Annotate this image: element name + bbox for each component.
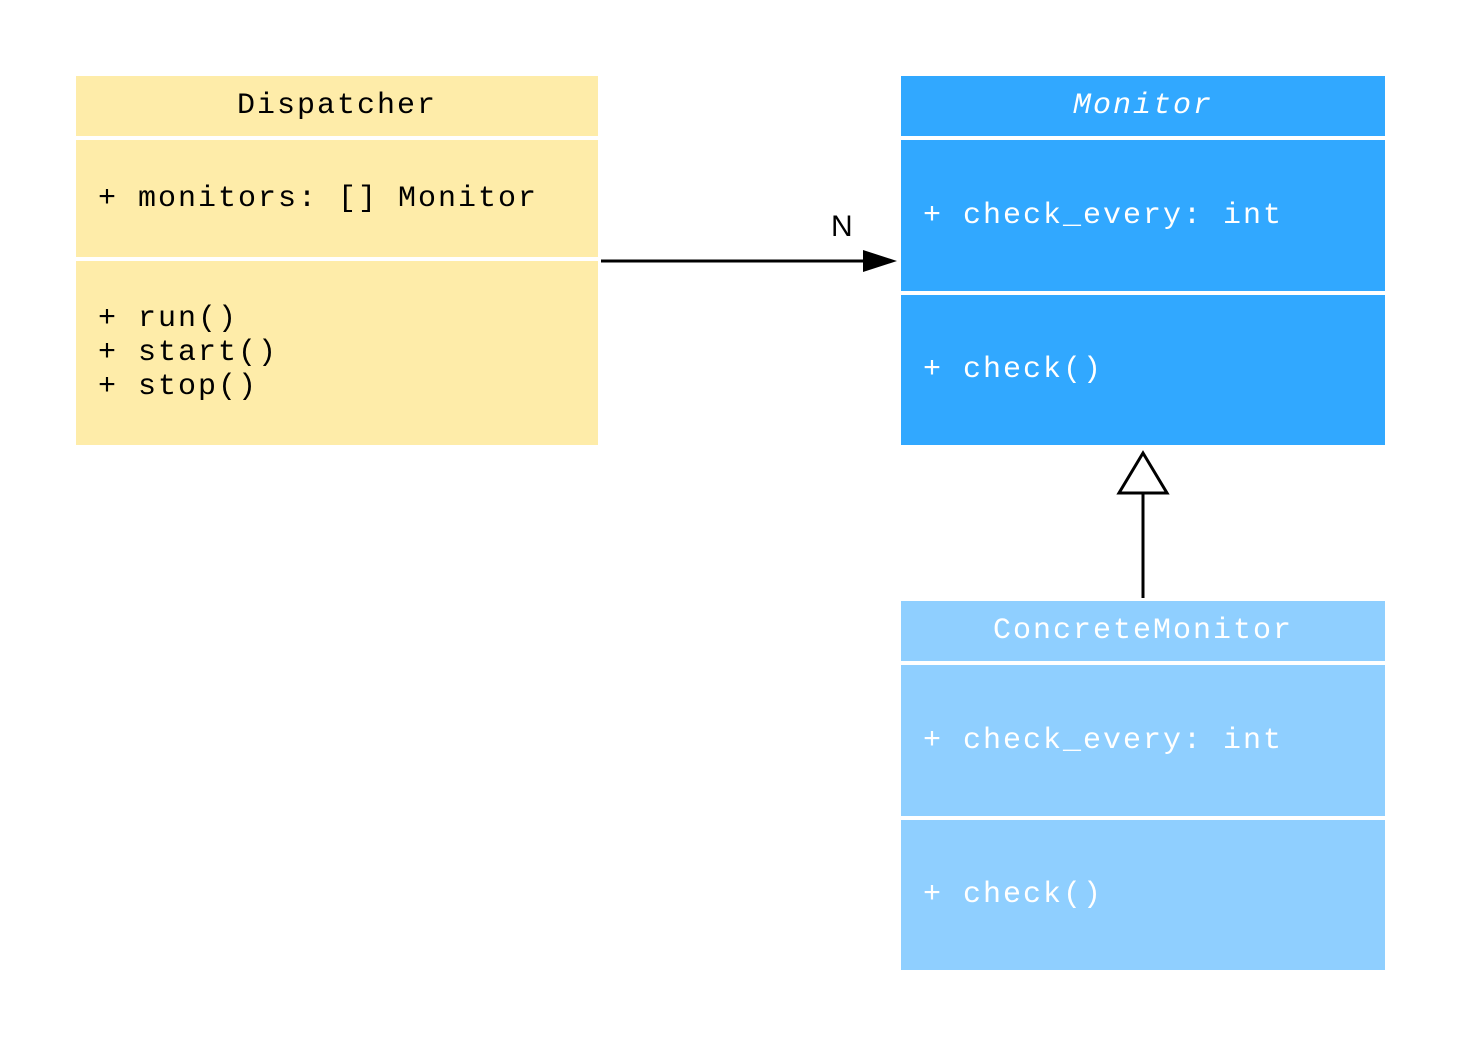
multiplicity-label: N [831,210,853,243]
class-attributes: + check_every: int [901,140,1385,291]
class-name: Dispatcher [76,76,598,136]
inheritance-arrow [1116,450,1170,598]
class-attributes: + monitors: [] Monitor [76,140,598,257]
class-methods: + run() + start() + stop() [76,261,598,445]
class-attributes: + check_every: int [901,665,1385,816]
class-methods: + check() [901,820,1385,970]
class-name: ConcreteMonitor [901,601,1385,661]
association-arrow [601,250,897,272]
class-methods: + check() [901,295,1385,445]
class-name: Monitor [901,76,1385,136]
